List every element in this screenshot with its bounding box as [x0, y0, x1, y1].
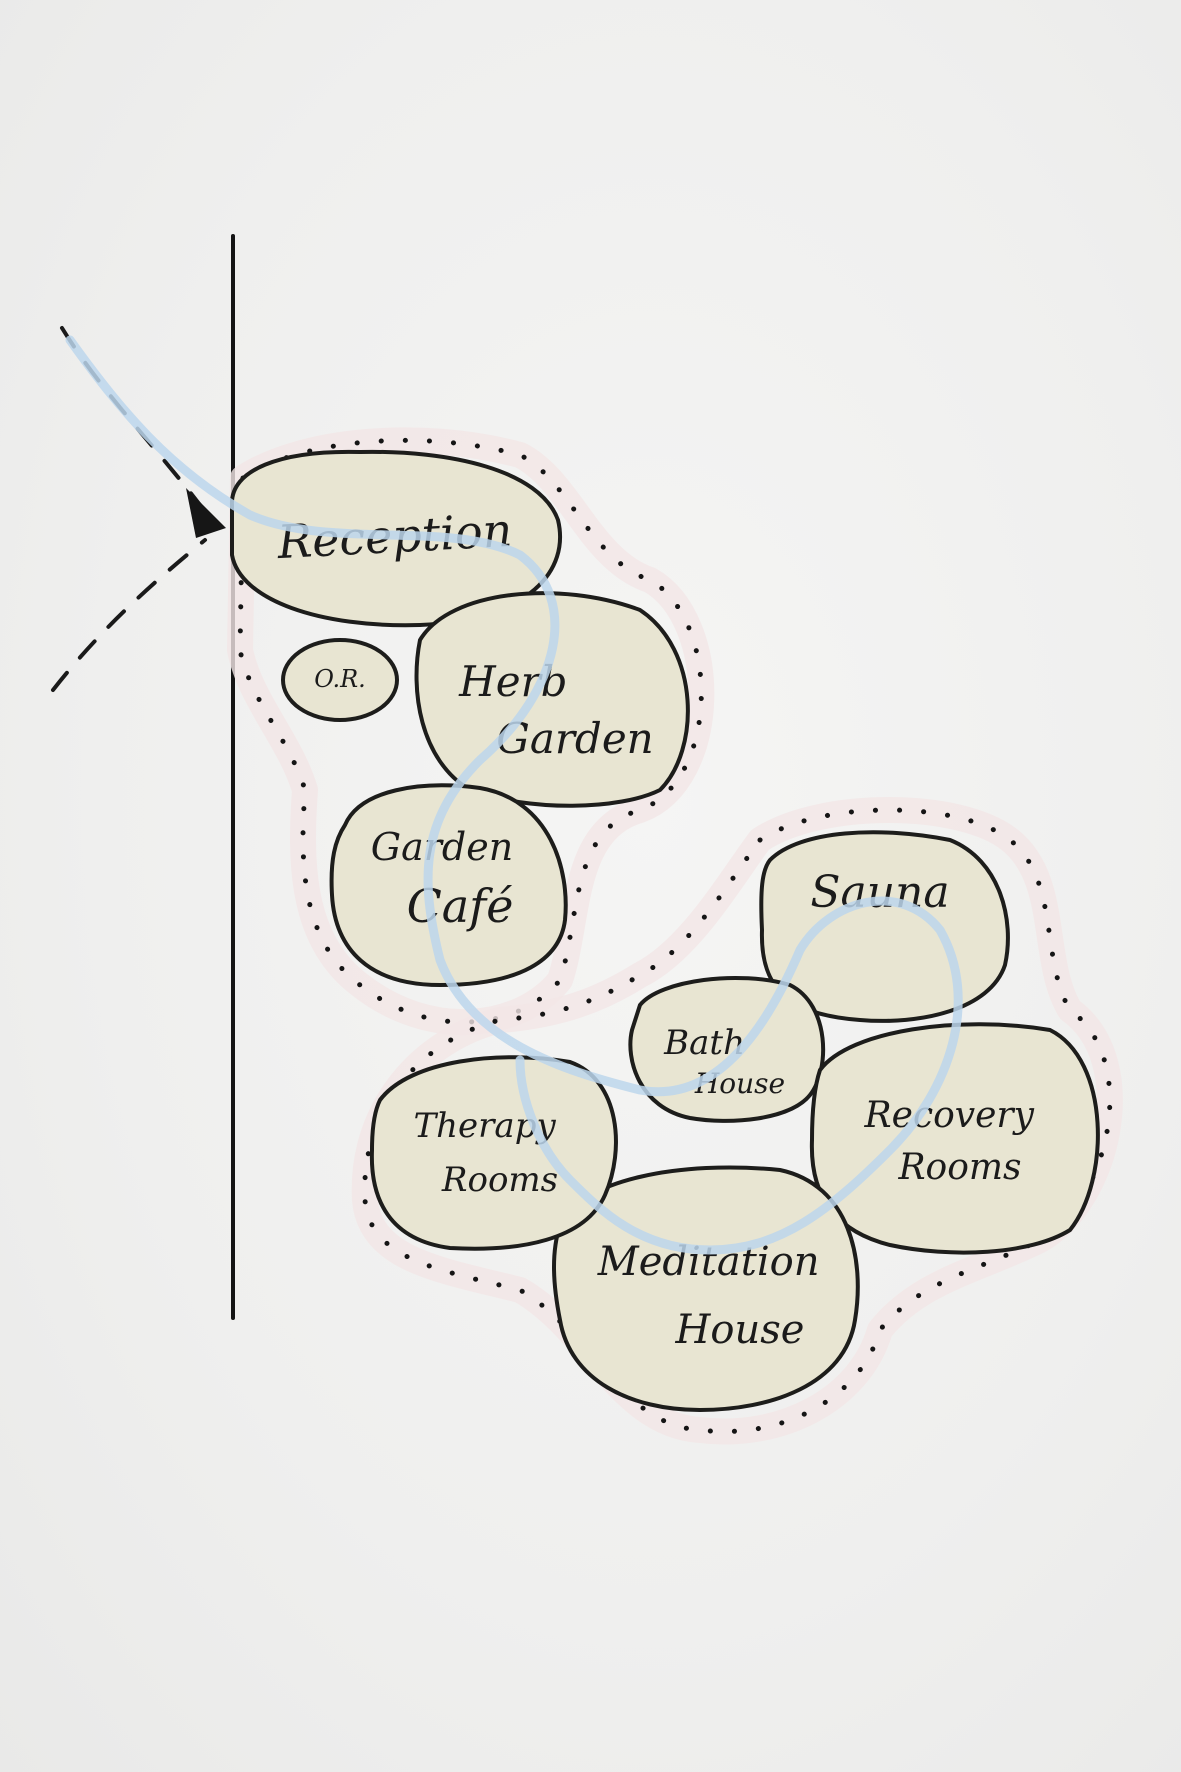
entry-arrow-icon [186, 488, 226, 538]
public-zone [227, 427, 715, 1035]
bubble-shape [809, 1022, 1100, 1255]
space-label: Therapy Rooms [413, 1106, 566, 1200]
bubble-or: O.R. [281, 638, 399, 722]
space-label: Herb Garden [458, 657, 654, 763]
space-label: Meditation House [597, 1239, 832, 1353]
label-line: House [694, 1067, 785, 1100]
label-line: Recovery [864, 1095, 1035, 1136]
bubble-garden-cafe: Garden Café [329, 783, 568, 988]
label-line: Sauna [810, 867, 949, 918]
bubble-bath-house: Bath House [628, 975, 826, 1123]
bubble-shape [759, 830, 1010, 1023]
approach-path-lower [51, 538, 207, 692]
circulation-path [65, 335, 963, 1255]
space-label: O.R. [314, 665, 366, 693]
space-label: Sauna [810, 867, 949, 918]
bubble-sauna: Sauna [759, 830, 1010, 1023]
label-line: Garden [496, 714, 653, 763]
wellness-zone-halo [351, 797, 1123, 1445]
bubble-shape [281, 638, 399, 722]
label-line: Rooms [441, 1160, 558, 1200]
space-label: Garden Café [371, 825, 526, 934]
wellness-zone [351, 797, 1123, 1445]
label-line: Café [407, 879, 514, 933]
entry-approach [51, 326, 226, 692]
public-zone-boundary [237, 437, 704, 1025]
label-line: O.R. [314, 665, 366, 693]
space-label: Recovery Rooms [864, 1095, 1046, 1188]
bubble-shape [369, 1055, 618, 1251]
label-line: Rooms [897, 1147, 1021, 1188]
bubble-therapy-rooms: Therapy Rooms [369, 1055, 618, 1251]
label-line: House [675, 1307, 805, 1353]
label-line: Garden [371, 825, 513, 869]
bubble-recovery-rooms: Recovery Rooms [809, 1022, 1100, 1255]
